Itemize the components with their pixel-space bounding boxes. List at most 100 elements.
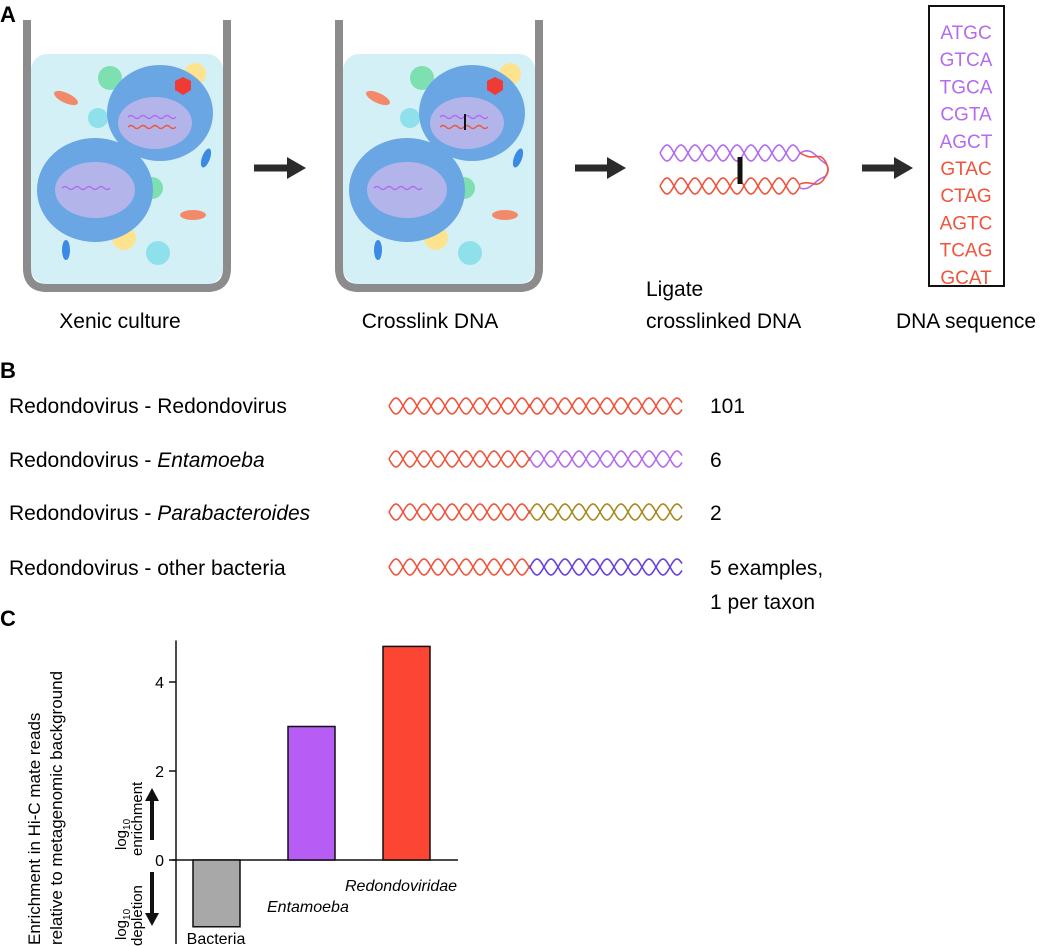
- sequence-item: ATGC: [940, 23, 991, 44]
- chart-bars: [192, 645, 431, 928]
- sequence-item: GCAT: [940, 268, 992, 289]
- category-label: Redondoviridae: [345, 878, 457, 895]
- ligate-label-line1: Ligate: [646, 278, 703, 301]
- bacterium: [180, 210, 206, 220]
- pair-row-redondovirus: Redondovirus - Redondovirus 101: [9, 395, 745, 418]
- y-axis-title-line1: Enrichment in Hi-C mate reads: [25, 713, 44, 945]
- purple-dna-strand: [659, 144, 801, 162]
- depletion-word: depletion: [129, 885, 146, 946]
- pair-row-label: Redondovirus - Parabacteroides: [9, 502, 311, 525]
- loop-end-strand: [799, 152, 829, 186]
- panel-b-letter: B: [0, 358, 16, 383]
- pair-row-label: Redondovirus - Entamoeba: [9, 449, 265, 472]
- bacterium: [512, 148, 524, 168]
- redondovirus-dna-strand: [388, 558, 531, 576]
- enrichment-annotation: log10 enrichment: [113, 781, 159, 856]
- enrichment-word: enrichment: [129, 781, 146, 856]
- dna-helix-icon: [388, 450, 683, 468]
- step-label-xenic-culture: Xenic culture: [59, 310, 180, 333]
- bacterium: [492, 210, 518, 220]
- partner-dna-strand: [529, 558, 683, 576]
- bar-entamoeba: [287, 725, 336, 861]
- pair-count-note: 1 per taxon: [710, 591, 815, 614]
- partner-dna-strand: [529, 503, 683, 521]
- category-label: Bacteria: [187, 931, 246, 946]
- y-tick-label: 0: [155, 853, 164, 870]
- vessel-wall: [23, 20, 231, 292]
- dna-strand-red: [127, 124, 177, 130]
- panel-c-letter: C: [0, 606, 16, 631]
- pair-count: 6: [710, 449, 722, 472]
- ligate-label-line2: crosslinked DNA: [646, 310, 801, 333]
- virus-particle: [487, 77, 503, 95]
- y-tick-label: 4: [155, 675, 164, 692]
- bacterium: [146, 241, 170, 265]
- virus-particle: [175, 77, 191, 95]
- sequence-text-column: ATGC GTCA TGCA CGTA AGCT GTAC CTAG AGTC TCAG GCAT: [940, 23, 993, 289]
- y-tick-label: 2: [155, 764, 164, 781]
- category-label: Entamoeba: [267, 899, 349, 916]
- arrow-icon: [862, 157, 913, 179]
- redondovirus-dna-strand: [388, 450, 531, 468]
- dna-strand-purple: [61, 185, 111, 191]
- sequence-item: TCAG: [940, 241, 993, 262]
- sequence-item: GTAC: [940, 159, 991, 180]
- dna-helix-icon: [388, 397, 683, 415]
- sequence-item: GTCA: [940, 50, 993, 71]
- y-axis-title: Enrichment in Hi-C mate reads relative t…: [25, 671, 66, 945]
- partner-dna-strand: [529, 450, 683, 468]
- redondovirus-dna-strand: [388, 503, 531, 521]
- bacterium: [410, 66, 434, 90]
- bacterium: [98, 66, 122, 90]
- sequence-item: AGCT: [940, 132, 993, 153]
- bacterium: [374, 240, 382, 260]
- bacterium: [200, 148, 212, 168]
- pair-row-other-bacteria: Redondovirus - other bacteria 5 examples…: [9, 557, 823, 614]
- vessel-wall: [335, 20, 543, 292]
- pair-count: 2: [710, 502, 722, 525]
- bacterium: [400, 108, 420, 128]
- redondovirus-dna-strand: [388, 397, 531, 415]
- pair-row-label: Redondovirus - other bacteria: [9, 557, 286, 580]
- sequence-item: AGTC: [940, 213, 993, 234]
- redondovirus-dna-strand: [388, 450, 531, 468]
- sequence-item: CGTA: [940, 105, 992, 126]
- partner-dna-strand: [529, 397, 683, 415]
- partner-dna-strand: [529, 558, 683, 576]
- dna-helix-icon: [388, 503, 683, 521]
- depletion-annotation: log10 depletion: [113, 872, 159, 946]
- entamoeba-nucleus: [118, 97, 192, 149]
- sequence-item: TGCA: [940, 77, 993, 98]
- dna-helix-icon: [388, 558, 683, 576]
- dna-strand-purple: [373, 185, 423, 191]
- step-label-crosslink-dna: Crosslink DNA: [362, 310, 499, 333]
- partner-dna-strand: [529, 397, 683, 415]
- panel-a-letter: A: [0, 2, 16, 27]
- bacterium: [366, 90, 390, 106]
- xenic-culture-vessel: [23, 20, 231, 292]
- partner-dna-strand: [529, 450, 683, 468]
- log-enrichment-label: log10: [113, 818, 133, 850]
- sequence-item: CTAG: [940, 186, 991, 207]
- pair-row-parabacteroides: Redondovirus - Parabacteroides 2: [9, 502, 722, 525]
- bacterium: [458, 241, 482, 265]
- pair-row-label: Redondovirus - Redondovirus: [9, 395, 287, 418]
- redondovirus-dna-strand: [388, 503, 531, 521]
- entamoeba-nucleus: [430, 97, 504, 149]
- pair-count: 5 examples,: [710, 557, 823, 580]
- dna-strand-purple: [127, 114, 177, 120]
- partner-dna-strand: [529, 503, 683, 521]
- bacterium: [54, 90, 78, 106]
- redondovirus-dna-strand: [388, 397, 531, 415]
- y-axis-title-line2: relative to metagenomic background: [47, 671, 66, 945]
- arrow-icon: [254, 157, 306, 179]
- crosslink-vessel: [335, 20, 543, 292]
- redondovirus-dna-strand: [388, 558, 531, 576]
- step-label-dna-sequence: DNA sequence: [896, 310, 1036, 333]
- arrow-icon: [575, 157, 626, 179]
- red-dna-strand: [659, 177, 801, 195]
- ligated-dna-loop: [659, 144, 829, 195]
- bacterium: [88, 108, 108, 128]
- bar-bacteria: [192, 859, 241, 928]
